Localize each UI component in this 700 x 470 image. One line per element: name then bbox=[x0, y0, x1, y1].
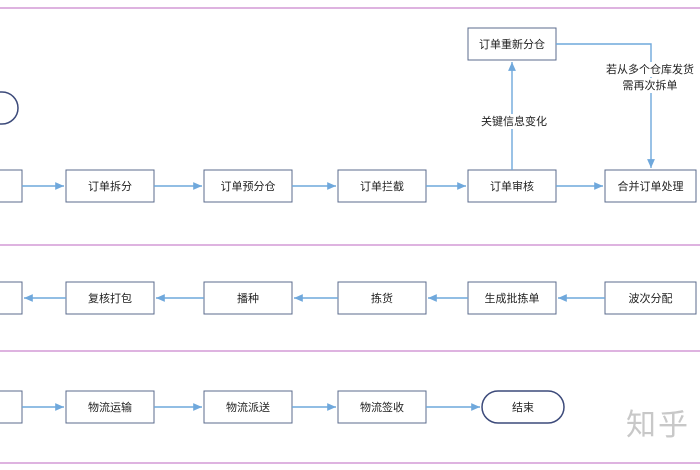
node-wave: 波次分配 bbox=[628, 291, 673, 305]
node-box-batch-pick bbox=[467, 281, 557, 315]
start-terminal-partial bbox=[0, 91, 19, 125]
edge-label-multi-warehouse-line2: 需再次拆单 bbox=[600, 78, 700, 93]
node-box-transport bbox=[65, 390, 155, 424]
node-box-sow bbox=[203, 281, 293, 315]
node-realloc: 订单重新分仓 bbox=[479, 37, 545, 51]
node-box-recheck-pack bbox=[65, 281, 155, 315]
node-intercept: 订单拦截 bbox=[360, 179, 404, 193]
node-box-review bbox=[467, 169, 557, 203]
node-merge: 合并订单处理 bbox=[617, 179, 684, 193]
node-box-end bbox=[481, 390, 565, 424]
node-transport: 物流运输 bbox=[88, 400, 132, 414]
node-pick: 拣货 bbox=[371, 291, 393, 305]
node-box-pick bbox=[337, 281, 427, 315]
arrow-realloc-to-merge bbox=[556, 43, 655, 168]
node-sign: 物流签收 bbox=[360, 400, 404, 414]
node-recheck-pack: 复核打包 bbox=[88, 291, 132, 305]
node-split: 订单拆分 bbox=[88, 179, 132, 193]
node-box-merge bbox=[604, 169, 697, 203]
row3-left-node-partial bbox=[0, 390, 23, 424]
node-box-intercept bbox=[337, 169, 427, 203]
node-batch-pick: 生成批拣单 bbox=[484, 291, 540, 305]
edge-label-multi-warehouse-line1: 若从多个仓库发货 bbox=[600, 62, 700, 77]
node-box-wave bbox=[604, 281, 697, 315]
node-sow: 播种 bbox=[237, 291, 259, 305]
node-pre-alloc: 订单预分仓 bbox=[220, 179, 276, 193]
row1-left-node-partial bbox=[0, 169, 23, 203]
edge-label-key-info-change: 关键信息变化 bbox=[474, 114, 554, 129]
row2-left-node-partial bbox=[0, 281, 23, 315]
watermark-logo: 知乎 bbox=[626, 408, 690, 443]
node-review: 订单审核 bbox=[490, 179, 534, 193]
node-end: 结束 bbox=[512, 400, 534, 414]
node-dispatch: 物流派送 bbox=[226, 400, 270, 414]
node-box-pre-alloc bbox=[203, 169, 293, 203]
node-box-realloc bbox=[467, 27, 557, 61]
